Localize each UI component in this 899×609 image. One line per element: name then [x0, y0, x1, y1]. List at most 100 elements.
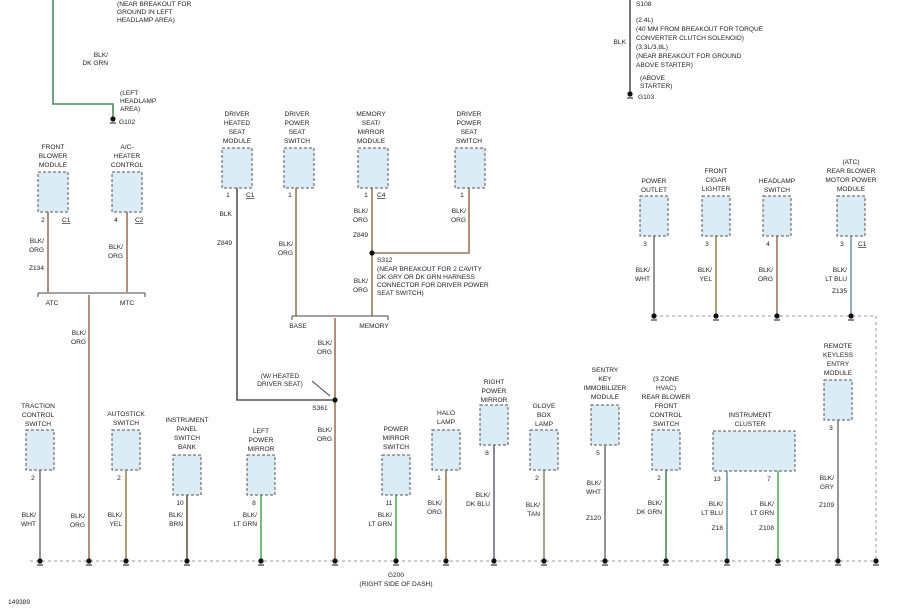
ground-power-outlet: [651, 313, 657, 321]
ground-note: AREA): [120, 106, 140, 113]
wire-color-label: BLK/: [22, 512, 36, 519]
wire-color-label: BLK/: [109, 244, 123, 251]
component-name: REAR BLOWER: [642, 394, 691, 401]
splice-note: (NEAR BREAKOUT FOR 2 CAVITY: [377, 266, 483, 273]
instrument-cluster-box: [712, 430, 796, 472]
driver-heated-seat-module-box: [221, 147, 253, 189]
wire-color-label: BRN: [169, 521, 183, 528]
component-name: POWER: [384, 426, 409, 433]
rear-blower-box: [836, 195, 866, 237]
component-name: BANK: [178, 444, 197, 451]
pin-label: 1: [437, 475, 441, 482]
component-name: INSTRUMENT: [728, 412, 771, 419]
wire-color-label: ORG: [108, 253, 123, 260]
pin-label: 2: [31, 475, 35, 482]
ground-glove: [541, 558, 547, 566]
base-memory-bracket: [291, 315, 389, 320]
component-name: SWITCH: [764, 187, 790, 194]
heated-seat-leader: [311, 380, 331, 397]
splice-note: CONNECTOR FOR DRIVER POWER: [377, 282, 489, 289]
component-name: CIGAR: [706, 177, 727, 184]
ground-rear-blower-sw: [663, 558, 669, 566]
ground-g102: [110, 116, 116, 124]
wire-color-label: LT BLU: [701, 510, 723, 517]
wire-heated-seat: [236, 188, 335, 401]
component-name: SEAT: [289, 129, 306, 136]
component-name: SWITCH: [284, 138, 310, 145]
component-name: SWITCH: [25, 421, 51, 428]
splice-note: CONVERTER CLUTCH SOLENOID): [636, 35, 744, 42]
figure-id: 149389: [8, 599, 30, 606]
ground-cluster-b: [775, 558, 781, 566]
wire-color-label: ORG: [317, 436, 332, 443]
pin-label: 2: [41, 217, 45, 224]
component-name: GLOVE: [533, 403, 556, 410]
component-name: TRACTION: [21, 403, 55, 410]
component-name: (ATC): [842, 159, 859, 166]
splice-note: (3.3L/3.8L): [636, 44, 668, 51]
ground-halo: [443, 558, 449, 566]
component-name: AUTOSTICK: [107, 411, 145, 418]
splice-note: GROUND IN LEFT: [117, 9, 173, 16]
component-name: POWER: [457, 120, 482, 127]
rke-box: [823, 379, 853, 421]
wire-color-label: ORG: [29, 247, 44, 254]
ground-bus-right: [654, 315, 877, 560]
component-name: MIRROR: [358, 129, 385, 136]
wire-color-label: BLK/: [279, 241, 293, 248]
component-name: SWITCH: [174, 435, 200, 442]
ground-rear-blower: [848, 313, 854, 321]
ground-skim: [602, 558, 608, 566]
component-name: REAR BLOWER: [827, 168, 876, 175]
ipsb-box: [172, 454, 202, 496]
component-name: (3 ZONE: [653, 376, 680, 383]
ground-front-cigar-lighter: [713, 313, 719, 321]
wire-color-label: BLK: [220, 211, 233, 218]
wire-color-label: BLK/: [243, 512, 257, 519]
pin-label: 5: [596, 450, 600, 457]
component-name: HEATER: [114, 153, 140, 160]
circuit-label: Z135: [832, 288, 847, 295]
wire-color-label: BLK/: [354, 278, 368, 285]
component-name: BOX: [537, 412, 552, 419]
wire-color-label: YEL: [110, 521, 123, 528]
component-name: MODULE: [357, 138, 386, 145]
component-name: INSTRUMENT: [165, 417, 208, 424]
wire-color-label: BLK: [614, 39, 627, 46]
component-name: DRIVER: [457, 111, 482, 118]
component-name: RIGHT: [484, 379, 505, 386]
component-name: SEAT/: [362, 120, 381, 127]
component-name: LEFT: [253, 428, 269, 435]
atc-label: ATC: [46, 300, 59, 307]
component-name: ENTRY: [827, 361, 850, 368]
connector-label: C1: [62, 217, 71, 224]
wire-color-label: BLK/: [108, 512, 122, 519]
skim-box: [590, 404, 620, 446]
pin-label: 7: [767, 476, 771, 483]
component-name: SWITCH: [456, 138, 482, 145]
wire-color-label: BLK/: [698, 267, 712, 274]
wire-color-label: ORG: [70, 522, 85, 529]
splice-note: (NEAR BREAKOUT FOR: [117, 1, 191, 8]
ground-label: G102: [119, 119, 135, 126]
pin-label: 11: [386, 500, 393, 507]
wire-color-label: DK GRN: [82, 60, 108, 67]
ground-right-mirror: [491, 558, 497, 566]
ground-s361: [332, 558, 338, 566]
pin-label: 10: [176, 500, 184, 507]
circuit-label: Z849: [217, 240, 232, 247]
component-name: FRONT: [705, 168, 728, 175]
component-name: LAMP: [535, 421, 554, 428]
ground-rke: [835, 558, 841, 566]
component-name: REMOTE: [824, 343, 853, 350]
component-name: PANEL: [176, 426, 197, 433]
component-name: SENTRY: [592, 367, 619, 374]
splice-note: DK GRY OR DK GRN HARNESS: [377, 274, 476, 281]
component-name: FRONT: [42, 144, 65, 151]
memory-seat-mirror-module-box: [357, 147, 389, 189]
connector-label: C1: [246, 192, 255, 199]
wire-color-label: WHT: [586, 489, 601, 496]
memory-label: MEMORY: [359, 323, 389, 330]
wire-color-label: BLK/: [526, 502, 540, 509]
wire-color-label: BLK/: [759, 267, 773, 274]
